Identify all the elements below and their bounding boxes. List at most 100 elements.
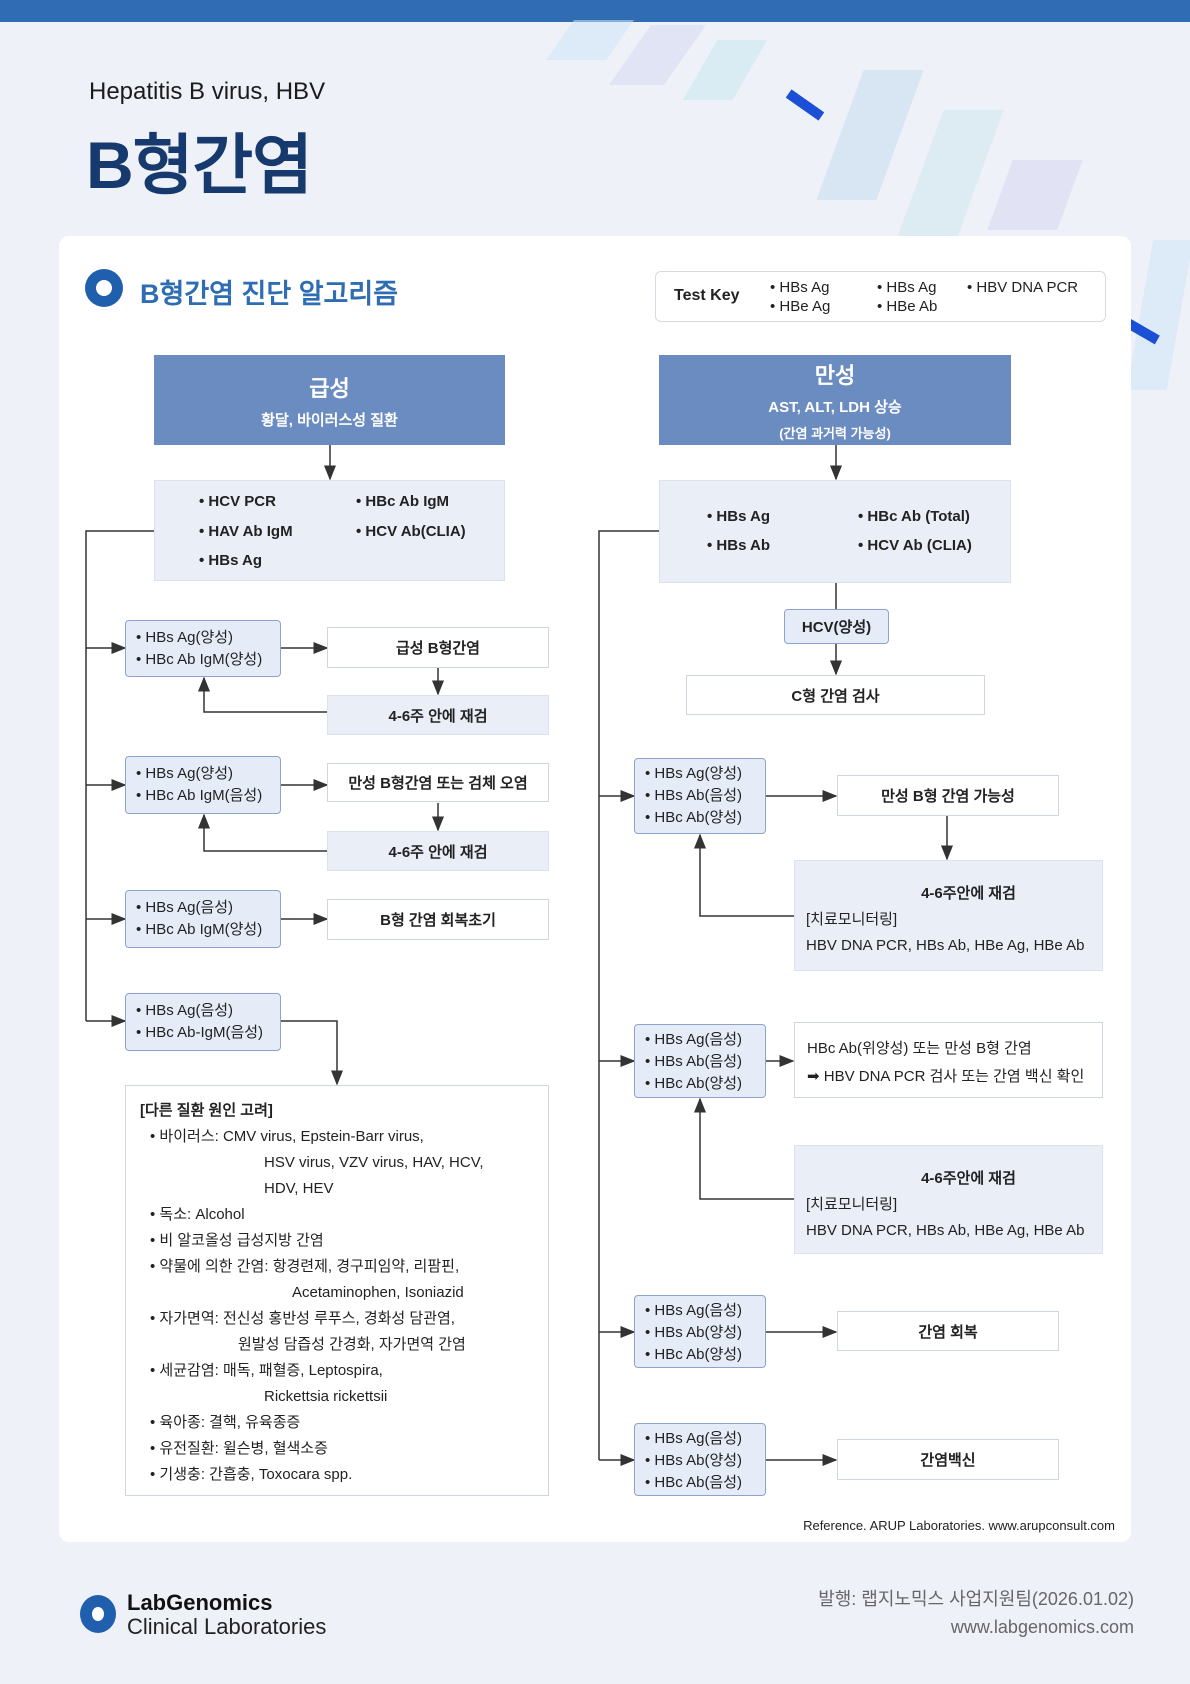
acute-tests-box: • HCV PCR • HBc Ab IgM • HAV Ab IgM • HC… — [154, 480, 505, 581]
page-title: B형간염 — [86, 128, 313, 202]
publisher-text: 발행: 랩지노믹스 사업지원팀(2026.01.02) — [818, 1589, 1134, 1609]
acute-test-item: • HCV PCR — [199, 493, 276, 510]
outcome-line: HBc Ab(위양성) 또는 만성 B형 간염 — [807, 1040, 1032, 1057]
cause-item: • 유전질환: 윌슨병, 혈색소증 — [150, 1440, 328, 1457]
hcv-outcome: C형 간염 검사 — [686, 675, 985, 715]
acute-test-item: • HBc Ab IgM — [356, 493, 450, 510]
result-line: • HBs Ag(음성) — [136, 899, 234, 916]
chronic-test-item: • HBs Ab — [707, 537, 771, 554]
cause-item-cont: Acetaminophen, Isoniazid — [292, 1284, 464, 1301]
acute-result-3: • HBs Ag(음성) • HBc Ab IgM(양성) — [125, 890, 281, 948]
acute-subtitle: 황달, 바이러스성 질환 — [261, 411, 398, 429]
monitor-box-1: 4-6주안에 재검 [치료모니터링] HBV DNA PCR, HBs Ab, … — [794, 860, 1103, 971]
chronic-result-2: • HBs Ag(음성) • HBs Ab(음성) • HBc Ab(양성) — [634, 1024, 766, 1098]
test-key-item: • HBs Ag — [877, 279, 937, 296]
monitor-tests: HBV DNA PCR, HBs Ab, HBe Ag, HBe Ab — [806, 1222, 1085, 1239]
cause-item: • 육아종: 결핵, 유육종증 — [150, 1414, 301, 1431]
chronic-note: (간염 과거력 가능성) — [779, 426, 891, 441]
chronic-title: 만성 — [814, 363, 856, 388]
result-line: • HBs Ag(음성) — [136, 1002, 234, 1019]
acute-test-item: • HBs Ag — [199, 552, 263, 569]
chronic-subtitle: AST, ALT, LDH 상승 — [768, 399, 902, 416]
acute-result-4: • HBs Ag(음성) • HBc Ab-IgM(음성) — [125, 993, 281, 1051]
acute-outcome-3: B형 간염 회복초기 — [327, 899, 549, 940]
acute-test-item: • HCV Ab(CLIA) — [356, 523, 466, 540]
result-line: • HBc Ab(양성) — [645, 809, 743, 826]
chronic-outcome-3: 간염 회복 — [837, 1311, 1059, 1351]
monitor-box-2: 4-6주안에 재검 [치료모니터링] HBV DNA PCR, HBs Ab, … — [794, 1145, 1103, 1254]
chronic-test-item: • HCV Ab (CLIA) — [858, 537, 972, 554]
result-line: • HBs Ab(양성) — [645, 1452, 743, 1469]
acute-retest-2: 4-6주 안에 재검 — [327, 831, 549, 871]
logo-subname: Clinical Laboratories — [127, 1614, 327, 1639]
result-line: • HBc Ab(양성) — [645, 1346, 743, 1363]
test-key-item: • HBs Ag — [770, 279, 830, 296]
cause-item: • 바이러스: CMV virus, Epstein-Barr virus, — [150, 1128, 424, 1145]
chronic-trunk-line — [598, 530, 659, 1460]
acute-test-item: • HAV Ab IgM — [199, 523, 293, 540]
test-key-label: Test Key — [674, 287, 740, 304]
section-ring-icon — [85, 269, 123, 307]
page-subtitle: Hepatitis B virus, HBV — [89, 78, 326, 105]
other-causes-box: [다른 질환 원인 고려] • 바이러스: CMV virus, Epstein… — [125, 1085, 549, 1496]
chronic-outcome-1: 만성 B형 간염 가능성 — [837, 775, 1059, 816]
cause-item: • 독소: Alcohol — [150, 1206, 245, 1223]
test-key-item: • HBe Ab — [877, 298, 938, 315]
cause-item: • 비 알코올성 급성지방 간염 — [150, 1232, 324, 1249]
cause-item: • 자가면역: 전신성 홍반성 루푸스, 경화성 담관염, — [150, 1310, 455, 1327]
acute-outcome-1: 급성 B형간염 — [327, 627, 549, 668]
monitor-title: 4-6주안에 재검 — [921, 1170, 1016, 1187]
chronic-tests-box: • HBs Ag • HBc Ab (Total) • HBs Ab • HCV… — [659, 480, 1011, 583]
test-key-box: Test Key • HBs Ag • HBe Ag • HBs Ag • HBe … — [655, 271, 1106, 322]
chronic-result-4: • HBs Ag(음성)• HBs Ab(양성)• HBc Ab(음성) — [634, 1423, 766, 1496]
result-line: • HBs Ag(음성) — [645, 1031, 743, 1048]
test-key-item: • HBV DNA PCR — [967, 279, 1079, 296]
top-bar — [0, 0, 1190, 22]
reference-text: Reference. ARUP Laboratories. www.arupco… — [803, 1518, 1115, 1533]
acute-title: 급성 — [309, 375, 350, 401]
website-link[interactable]: www.labgenomics.com — [950, 1617, 1134, 1637]
acute-header: 급성 황달, 바이러스성 질환 — [154, 355, 505, 445]
cause-item: • 약물에 의한 간염: 항경련제, 경구피임약, 리팜핀, — [150, 1258, 460, 1275]
acute-retest-1: 4-6주 안에 재검 — [327, 695, 549, 735]
chronic-result-3: • HBs Ag(음성) • HBs Ab(양성) • HBc Ab(양성) — [634, 1295, 766, 1368]
monitor-sub: [치료모니터링] — [806, 1196, 898, 1213]
arrow-retest1-back — [198, 676, 327, 713]
outcome-line: ➡ HBV DNA PCR 검사 또는 간염 백신 확인 — [807, 1068, 1085, 1085]
result-line: • HBc Ab IgM(양성) — [136, 921, 263, 938]
cause-item-cont: HDV, HEV — [264, 1180, 334, 1197]
result-line: • HBc Ab-IgM(음성) — [136, 1024, 264, 1041]
acute-outcome-2: 만성 B형간염 또는 검체 오염 — [327, 763, 549, 802]
section-title: B형간염 진단 알고리즘 — [140, 279, 399, 309]
monitor-title: 4-6주안에 재검 — [921, 885, 1016, 902]
cause-item-cont: 원발성 담즙성 간경화, 자가면역 간염 — [238, 1336, 466, 1353]
chronic-result-1: • HBs Ag(양성)• HBs Ab(음성)• HBc Ab(양성) — [634, 758, 766, 834]
result-line: • HBs Ag(음성) — [645, 1302, 743, 1319]
result-line: • HBc Ab IgM(양성) — [136, 651, 263, 668]
result-line: • HBs Ab(양성) — [645, 1324, 743, 1341]
chronic-test-item: • HBs Ag — [707, 508, 771, 525]
logo-name: LabGenomics — [127, 1590, 273, 1615]
labgenomics-logo-icon — [80, 1595, 116, 1633]
result-line: • HBs Ag(음성) — [645, 1430, 743, 1447]
chronic-test-item: • HBc Ab (Total) — [858, 508, 970, 525]
cause-item: • 세균감염: 매독, 패혈증, Leptospira, — [150, 1362, 383, 1379]
cause-item-cont: HSV virus, VZV virus, HAV, HCV, — [264, 1154, 484, 1171]
acute-trunk-line — [85, 530, 154, 1021]
chronic-header: 만성 AST, ALT, LDH 상승 (간염 과거력 가능성) — [659, 355, 1011, 445]
hcv-positive-box: HCV(양성) — [784, 609, 889, 644]
monitor-sub: [치료모니터링] — [806, 911, 898, 928]
arrow-monitor2-back — [694, 1097, 794, 1200]
test-key-item: • HBe Ag — [770, 298, 831, 315]
cause-item: • 기생충: 간흡충, Toxocara spp. — [150, 1466, 353, 1483]
result-line: • HBc Ab(양성) — [645, 1075, 743, 1092]
chronic-outcome-2: HBc Ab(위양성) 또는 만성 B형 간염 ➡ HBV DNA PCR 검사… — [794, 1022, 1103, 1098]
arrow-result4-other — [281, 1020, 343, 1086]
result-line: • HBs Ab(음성) — [645, 787, 743, 804]
arrow-monitor1-back — [694, 833, 794, 917]
cause-item-cont: Rickettsia rickettsii — [264, 1388, 388, 1405]
result-line: • HBc Ab IgM(음성) — [136, 787, 263, 804]
result-line: • HBs Ab(음성) — [645, 1053, 743, 1070]
result-line: • HBs Ag(양성) — [136, 765, 234, 782]
